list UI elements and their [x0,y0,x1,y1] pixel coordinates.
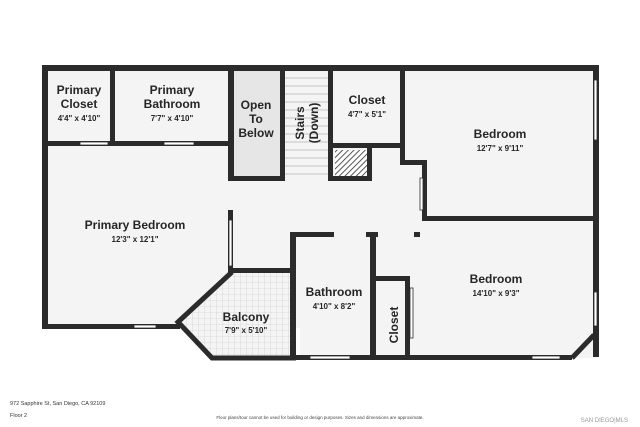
stairs-treads [284,77,330,175]
stairs-label-2: (Down) [307,103,321,144]
closet-small-name: Closet [387,307,401,344]
windows [79,79,598,360]
balcony-tiles [178,272,292,358]
primary-bedroom-dims: 12'3" x 12'1" [112,235,159,244]
stairs-label-1: Stairs [293,106,307,140]
balcony-name: Balcony [223,310,270,324]
room-stairs: Stairs (Down) [293,103,321,144]
bedroom-bottom-dims: 14'10" x 9'3" [473,289,520,298]
room-balcony[interactable]: Balcony 7'9" x 5'10" [223,310,270,335]
room-primary-bathroom[interactable]: Primary Bathroom 7'7" x 4'10" [144,83,201,123]
bathroom-name: Bathroom [306,285,363,299]
primary-closet-name-2: Closet [61,97,98,111]
address-text: 972 Sapphire St, San Diego, CA 92109 [10,401,106,407]
mls-logo: SAN DIEGO|MLS [580,418,628,424]
primary-closet-dims: 4'4" x 4'10" [58,114,101,123]
room-closet-top[interactable]: Closet 4'7" x 5'1" [348,93,386,119]
open-to-below-line-2: To [249,112,263,126]
room-bathroom[interactable]: Bathroom 4'10" x 8'2" [306,285,363,311]
door-openings [334,232,414,237]
angled-walls [174,270,596,361]
primary-closet-name-1: Primary [57,83,102,97]
primary-bathroom-dims: 7'7" x 4'10" [151,114,194,123]
primary-bathroom-name-1: Primary [150,83,195,97]
open-to-below-area [233,70,281,178]
floor-main [44,68,597,358]
floor-label: Floor 2 [10,413,28,419]
disclaimer-text: Floor plans/tour cannot be used for buil… [216,415,424,420]
bedroom-top-dims: 12'7" x 9'11" [477,144,524,153]
balcony-dims: 7'9" x 5'10" [225,326,268,335]
closet-top-name: Closet [349,93,386,107]
room-primary-closet[interactable]: Primary Closet 4'4" x 4'10" [57,83,102,123]
primary-bedroom-name: Primary Bedroom [85,218,186,232]
room-bedroom-bottom[interactable]: Bedroom 14'10" x 9'3" [470,272,523,298]
bedroom-top-name: Bedroom [474,127,527,141]
primary-bathroom-name-2: Bathroom [144,97,201,111]
bathroom-dims: 4'10" x 8'2" [313,302,356,311]
room-bedroom-top[interactable]: Bedroom 12'7" x 9'11" [474,127,527,153]
room-primary-bedroom[interactable]: Primary Bedroom 12'3" x 12'1" [85,218,186,244]
bedroom-bottom-name: Bedroom [470,272,523,286]
open-to-below-line-3: Below [238,126,274,140]
room-closet-small[interactable]: Closet [387,307,401,344]
open-to-below-line-1: Open [241,98,272,112]
stair-hatch [335,150,367,180]
floor-areas [44,68,597,358]
closet-top-dims: 4'7" x 5'1" [348,110,386,119]
room-open-to-below: Open To Below [238,98,274,140]
walls [42,65,599,360]
